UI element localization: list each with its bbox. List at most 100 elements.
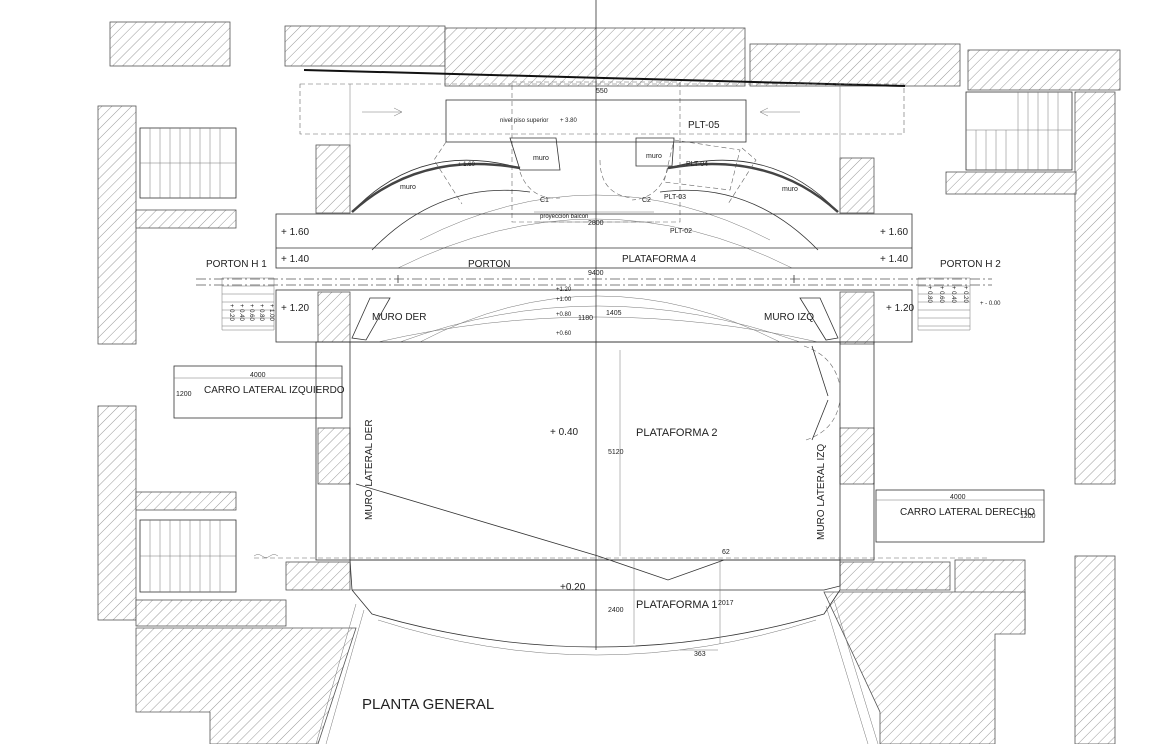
dim-1200-left: 1200 [176, 391, 192, 398]
stair-level-left-1: + 0.40 [238, 304, 244, 322]
wall-bottom-right [823, 591, 1026, 744]
wall-top-3 [444, 27, 746, 87]
stair-level-left-0: + 0.20 [228, 304, 234, 322]
wall-left-lower [97, 405, 137, 621]
label-level-080-mid: +0.80 [556, 312, 572, 318]
stair-top-right [965, 91, 1073, 171]
label-muro-lateral-izq: MURO LATERAL IZQ [816, 444, 827, 540]
dim-1180: 1180 [578, 315, 593, 322]
label-level-160-right: + 1.60 [880, 227, 909, 238]
label-plt03: PLT-03 [664, 194, 686, 201]
stair-side-right [917, 277, 971, 331]
wall-bottom-left [135, 627, 357, 744]
label-level-380: + 3.80 [560, 118, 578, 124]
label-muro-izq: MURO IZQ [764, 312, 814, 323]
pillar-inner-3 [317, 291, 351, 343]
label-carro-der: CARRO LATERAL DERECHO [900, 507, 1035, 518]
wall-left-band [135, 209, 237, 229]
dim-9400: 9400 [588, 270, 604, 277]
label-porton-h1: PORTON H 1 [206, 259, 267, 270]
pillar-inner-5 [317, 427, 351, 485]
muro-box-right [635, 137, 675, 167]
label-plt02: PLT-02 [670, 228, 692, 235]
stair-side-left [221, 277, 275, 331]
dim-2400: 2400 [608, 607, 624, 614]
label-level-160-small: + 1.60 [458, 162, 476, 168]
wall-top-1 [109, 21, 231, 67]
building-walls [97, 21, 1121, 744]
stair-level-right-0: + 0.80 [926, 286, 932, 304]
label-porton-h2: PORTON H 2 [940, 259, 1001, 270]
wall-low-right [839, 561, 951, 591]
label-level-060-mid: +0.60 [556, 331, 572, 337]
label-plt05: PLT-05 [688, 120, 720, 131]
label-muro-upper-left: muro [400, 184, 416, 191]
label-nivel-piso-superior: nivel piso superior [500, 118, 548, 124]
label-c2: C2 [642, 197, 651, 204]
dim-363: 363 [694, 651, 706, 658]
label-level-120-left: + 1.20 [281, 303, 310, 314]
dim-1405: 1405 [606, 310, 622, 317]
label-plataforma-4: PLATAFORMA 4 [622, 254, 697, 265]
label-level-120-right: + 1.20 [886, 303, 915, 314]
label-muro-lateral-der: MURO LATERAL DER [364, 419, 375, 520]
wall-left-upper [97, 105, 137, 345]
pillar-inner-1 [315, 144, 351, 214]
carro-der-box [875, 489, 1045, 543]
stair-bottom-left [139, 519, 237, 593]
pillar-inner-4 [839, 291, 875, 345]
wall-top-4 [749, 43, 961, 87]
label-plataforma-1: PLATAFORMA 1 [636, 599, 718, 611]
pillar-inner-2 [839, 157, 875, 214]
label-porton: PORTON [468, 259, 510, 270]
label-level-000: + - 0.00 [980, 301, 1001, 307]
label-plt04: PLT-04 [686, 161, 708, 168]
muro-box-left [509, 137, 561, 171]
dim-4000-left: 4000 [250, 372, 266, 379]
label-proyeccion-balcon: proyeccion balcon [540, 214, 588, 220]
label-plataforma-2: PLATAFORMA 2 [636, 427, 718, 439]
wall-right-upper [1074, 91, 1116, 485]
stair-level-left-3: + 0.80 [258, 304, 264, 322]
label-muro-upper-right: muro [782, 186, 798, 193]
label-carro-izq: CARRO LATERAL IZQUIERDO [204, 385, 345, 396]
stairs [139, 91, 1073, 593]
stair-level-left-2: + 0.60 [248, 304, 254, 322]
dim-2800: 2800 [588, 220, 604, 227]
label-level-100-mid: +1.00 [556, 297, 572, 303]
wall-left-base [135, 599, 287, 627]
label-level-140-left: + 1.40 [281, 254, 310, 265]
wall-right-band [945, 171, 1077, 195]
pillar-inner-6 [839, 427, 875, 485]
stage-lines [173, 0, 1045, 744]
stair-level-left-4: + 1.00 [268, 304, 274, 322]
dim-1200-right: 1200 [1020, 513, 1036, 520]
label-level-020: +0.20 [560, 582, 586, 593]
label-muro-der: MURO DER [372, 312, 426, 323]
wall-low-left [285, 561, 351, 591]
label-c1: C1 [540, 197, 549, 204]
label-muro-right-box: muro [646, 153, 662, 160]
label-level-140-right: + 1.40 [880, 254, 909, 265]
stair-level-right-3: + 0.20 [962, 286, 968, 304]
dim-5120: 5120 [608, 449, 624, 456]
label-level-160-left: + 1.60 [281, 227, 310, 238]
wall-top-5 [967, 49, 1121, 91]
wall-top-2 [284, 25, 446, 67]
wall-left-band-2 [135, 491, 237, 511]
dim-62: 62 [722, 549, 730, 556]
stair-level-right-1: + 0.60 [938, 286, 944, 304]
plan-title: PLANTA GENERAL [362, 696, 494, 713]
wall-right-lower [1074, 555, 1116, 744]
dim-2017: 2017 [718, 600, 734, 607]
label-level-120-mid: +1.20 [556, 287, 572, 293]
stair-level-right-2: + 0.40 [950, 286, 956, 304]
carro-izq-box [173, 365, 343, 419]
label-muro-left-box: muro [533, 155, 549, 162]
label-level-040: + 0.40 [550, 427, 579, 438]
plan-labels: PLT-05 PLT-04 PLT-03 PLT-02 muro muro mu… [176, 88, 1036, 713]
stair-top-left [139, 127, 237, 199]
dim-550: 550 [596, 88, 608, 95]
dim-4000-right: 4000 [950, 494, 966, 501]
